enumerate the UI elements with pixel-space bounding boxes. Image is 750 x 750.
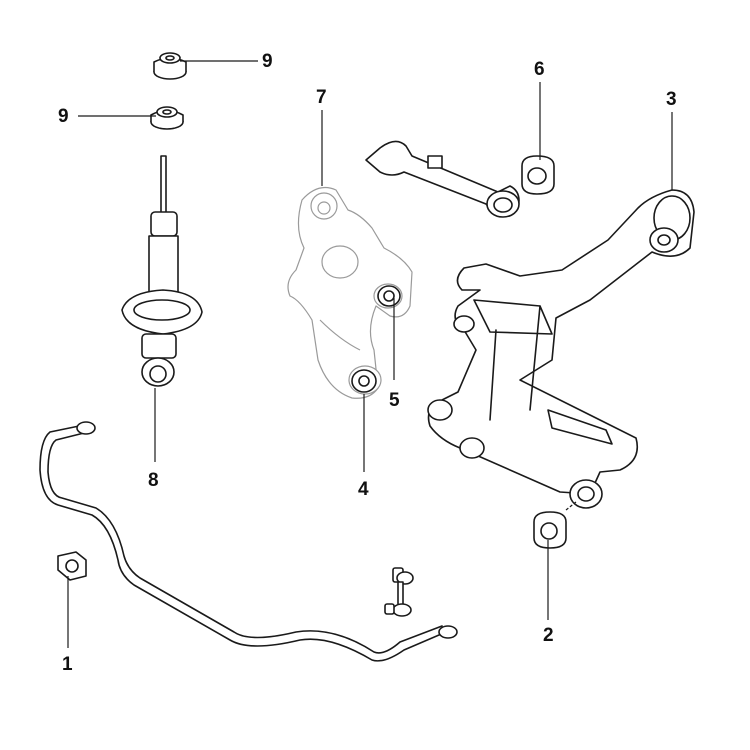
upper-control-arm-bushing — [521, 155, 555, 195]
stabilizer-link — [384, 567, 414, 617]
callout-9-lower-mount: 9 — [58, 106, 69, 127]
callout-4-knuckle-lower-bushing: 4 — [358, 479, 369, 500]
callout-3-trailing-arm: 3 — [666, 89, 677, 110]
callout-9-upper-mount: 9 — [262, 51, 273, 72]
callout-1-stabilizer-bar: 1 — [62, 654, 73, 675]
callout-8-shock-absorber: 8 — [148, 470, 159, 491]
callout-7-knuckle: 7 — [316, 87, 327, 108]
callout-6-upper-arm-bushing: 6 — [534, 59, 545, 80]
knuckle-upper-bushing — [377, 285, 401, 307]
trailing-arm-subframe — [427, 189, 695, 509]
strut-mount-bushing-upper — [153, 52, 187, 80]
strut-mount-bushing-lower — [150, 106, 184, 130]
knuckle-lower-bushing — [351, 369, 377, 393]
trailing-arm-bushing — [533, 511, 567, 549]
stabilizer-bar — [39, 421, 458, 662]
stabilizer-bar-bushing — [57, 551, 87, 581]
upper-control-arm — [365, 140, 520, 218]
shock-absorber — [121, 155, 203, 387]
callout-2-trailing-arm-bushing: 2 — [543, 625, 554, 646]
leader-lines — [67, 60, 673, 648]
callout-5-knuckle-upper-bushing: 5 — [389, 390, 400, 411]
